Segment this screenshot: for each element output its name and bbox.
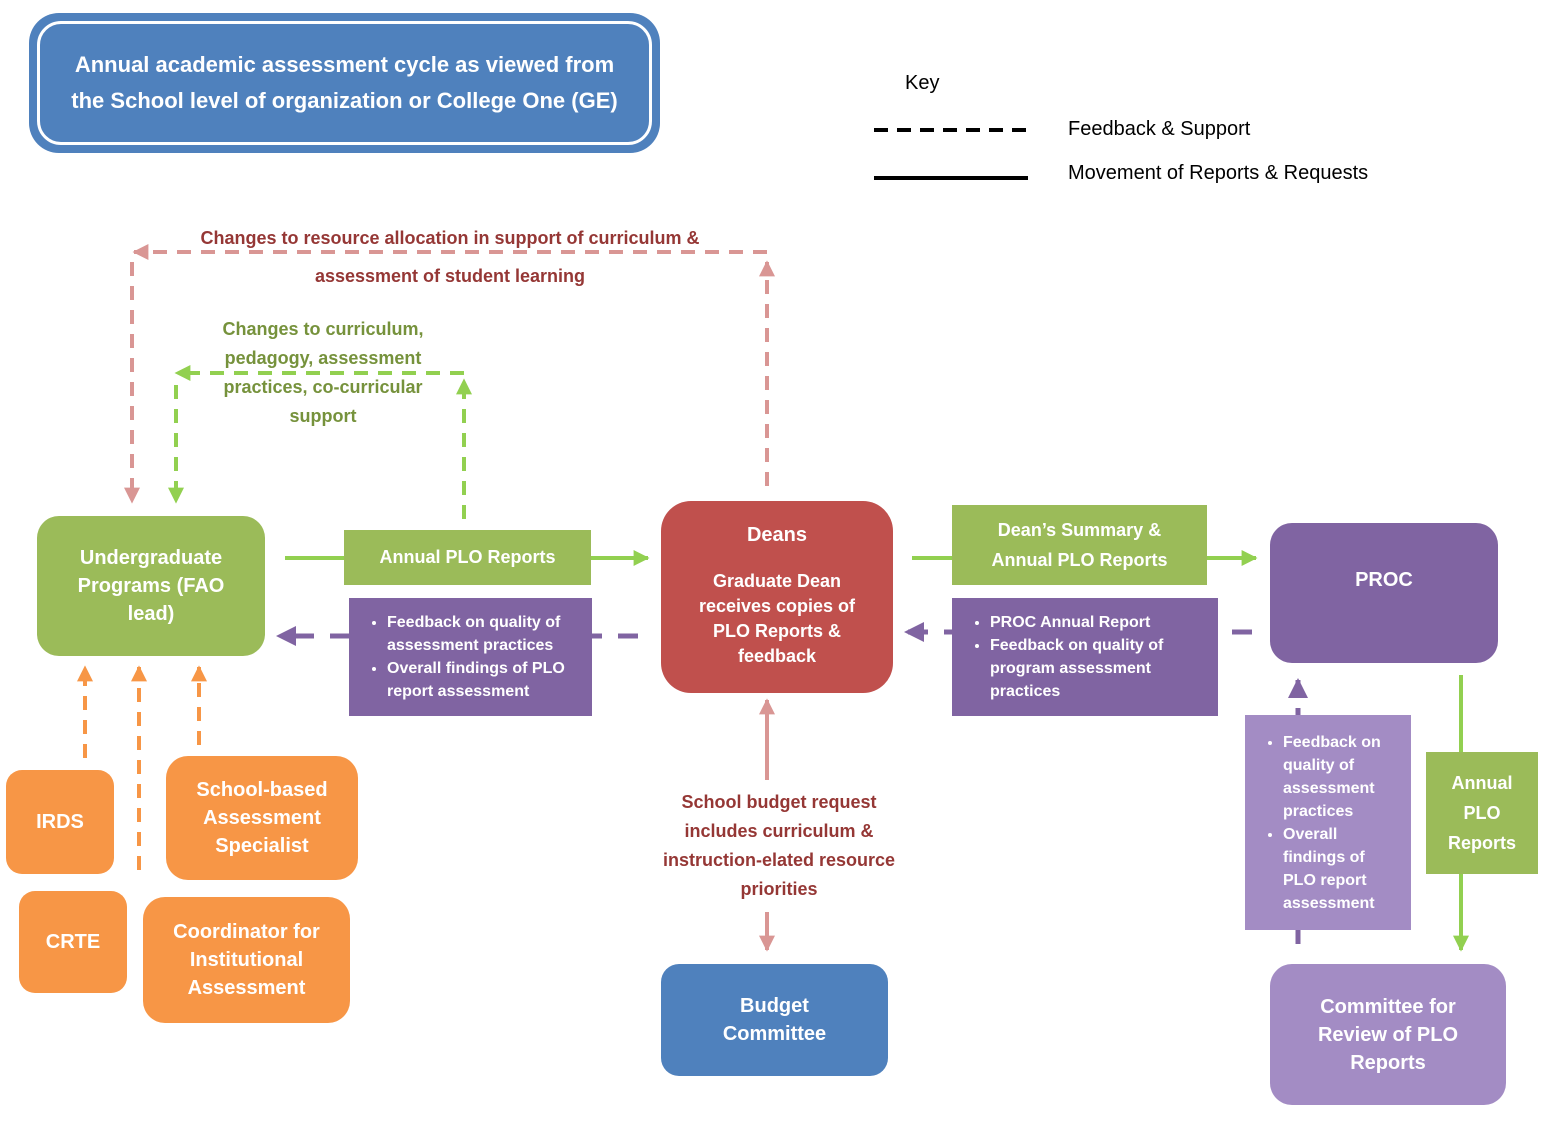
resource-allocation-label: Changes to resource allocation in suppor… [200,228,700,286]
crte-node: CRTE [19,891,127,993]
curriculum-changes-label: Changes to curriculum, pedagogy, assessm… [222,319,424,426]
key-movement-label: Movement of Reports & Requests [1068,162,1369,184]
list-item: Overall findings of PLO report assessmen… [1283,823,1383,915]
list-item: Feedback on quality of assessment practi… [1283,731,1383,823]
annual-plo-vertical-label: Annual PLO Reports [1426,752,1538,874]
title-box: Annual academic assessment cycle as view… [29,13,660,153]
committee-review-node: Committee for Review of PLO Reports [1270,964,1506,1105]
undergraduate-programs-node: Undergraduate Programs (FAO lead) [37,516,265,656]
dean-summary-label: Dean’s Summary & Annual PLO Reports [952,505,1207,585]
deans-title: Deans [746,524,808,546]
deans-node: Deans Graduate Dean receives copies of P… [661,501,893,693]
school-specialist-node: School-based Assessment Specialist [166,756,358,880]
key-feedback-label: Feedback & Support [1068,118,1251,140]
irds-node: IRDS [6,770,114,874]
committee-feedback-list: Feedback on quality of assessment practi… [1245,715,1411,930]
list-item: Overall findings of PLO report assessmen… [387,657,592,703]
coordinator-node: Coordinator for Institutional Assessment [143,897,350,1023]
annual-plo-label: Annual PLO Reports [344,530,591,585]
diagram-title: Annual academic assessment cycle as view… [71,52,618,113]
proc-feedback-list: PROC Annual Report Feedback on quality o… [952,598,1218,716]
deans-subtitle: Graduate Dean receives copies of PLO Rep… [698,571,856,666]
budget-committee-node: Budget Committee [661,964,888,1076]
deans-feedback-list: Feedback on quality of assessment practi… [349,598,592,716]
proc-node: PROC [1270,523,1498,663]
list-item: Feedback on quality of assessment practi… [387,611,592,657]
list-item: Feedback on quality of program assessmen… [990,634,1218,703]
key-heading: Key [905,72,940,94]
budget-request-label: School budget request includes curriculu… [662,792,896,899]
list-item: PROC Annual Report [990,611,1218,634]
